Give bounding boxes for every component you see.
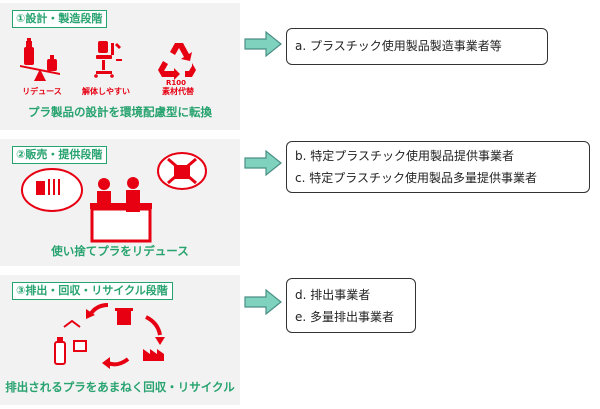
icon-caption-disassemble: 解体しやすい — [82, 87, 130, 96]
bottle-seesaw-icon — [20, 38, 60, 81]
r100-badge: R100 — [166, 79, 186, 87]
target-box-recycling: d. 排出事業者 e. 多量排出事業者 — [286, 278, 416, 333]
target-line: b. 特定プラスチック使用製品提供事業者 — [295, 149, 515, 163]
icon-caption-substitute: 素材代替 — [162, 87, 194, 96]
stage-caption-design: プラ製品の設計を環境配慮型に転換 — [28, 105, 212, 119]
no-plastic-bag-bubble-icon — [157, 152, 207, 190]
target-line: c. 特定プラスチック使用製品多量提供事業者 — [295, 171, 537, 185]
stage-label-design: ①設計・製造段階 — [12, 10, 108, 28]
stage-caption-recycling: 排出されるプラをあまねく回収・リサイクル — [5, 380, 235, 394]
stage-panel-recycling: ③排出・回収・リサイクル段階 排出されるプラをあまねく回収・リサイクル — [0, 275, 240, 405]
shop-clerk-customer-icon — [90, 177, 152, 243]
target-line: d. 排出事業者 — [295, 288, 371, 302]
target-line: a. プラスチック使用製品製造事業者等 — [295, 39, 502, 53]
sales-stage-illustration — [21, 152, 207, 243]
stage-label-sales: ②販売・提供段階 — [12, 146, 108, 164]
design-stage-illustration: R100 — [20, 38, 196, 87]
target-box-sales: b. 特定プラスチック使用製品提供事業者 c. 特定プラスチック使用製品多量提供… — [286, 141, 590, 193]
recycling-stage-illustration — [54, 303, 165, 369]
stage-caption-sales: 使い捨てプラをリデュース — [51, 244, 189, 258]
target-line: e. 多量排出事業者 — [295, 310, 395, 324]
target-box-design: a. プラスチック使用製品製造事業者等 — [286, 28, 548, 65]
recycle-icon: R100 — [158, 43, 196, 87]
stage-panel-design: R100 ①設計・製造段階 リデュース 解体しやすい 素材代替 プラ製品の設計を… — [0, 3, 240, 130]
icon-caption-reduce: リデュース — [22, 87, 62, 96]
stage-label-recycling: ③排出・回収・リサイクル段階 — [12, 282, 173, 300]
recycling-loop-icon — [54, 303, 165, 369]
stage-panel-sales: ②販売・提供段階 使い捨てプラをリデュース — [0, 139, 240, 266]
cup-cutlery-bubble-icon — [21, 168, 83, 212]
disassemble-chair-icon — [94, 41, 122, 78]
arrow-right-icon — [244, 289, 282, 315]
arrow-right-icon — [244, 150, 282, 176]
arrow-right-icon — [244, 31, 282, 57]
